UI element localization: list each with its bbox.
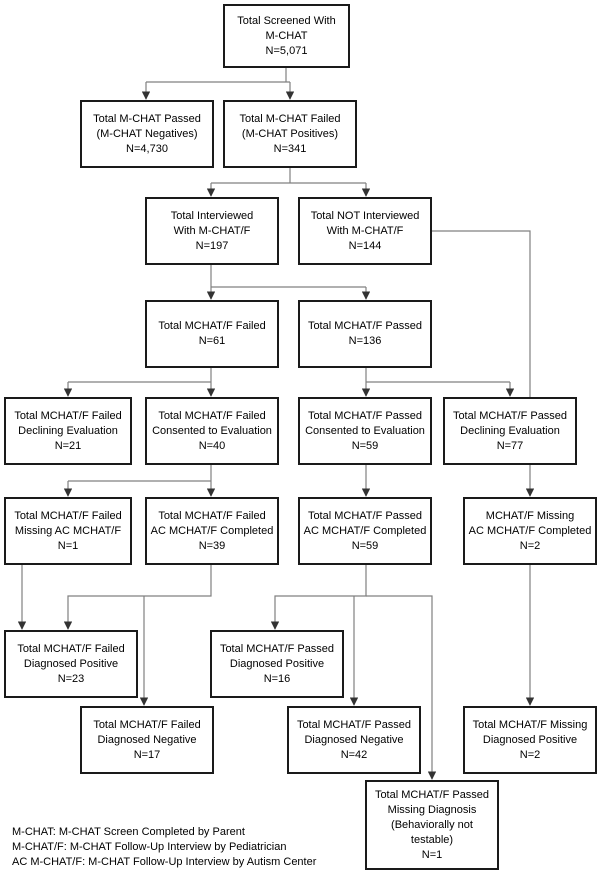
box-line: Total MCHAT/F Failed [14, 409, 122, 422]
box-line: N=59 [351, 439, 379, 452]
box-line: Consented to Evaluation [305, 424, 425, 437]
connector-line [270, 565, 367, 630]
box-line: N=1 [57, 539, 79, 552]
box-line: Total Interviewed [170, 209, 254, 222]
box-line: With M-CHAT/F [326, 224, 404, 237]
box-mchat-failed: Total M-CHAT Failed (M-CHAT Positives) N=3… [223, 100, 357, 168]
box-line: Total MCHAT/F Failed [17, 642, 125, 655]
box-line: Total MCHAT/F Passed [219, 642, 335, 655]
box-line: Total M-CHAT Passed [93, 112, 201, 125]
box-line: Total MCHAT/F Failed [158, 320, 266, 332]
box-line: Diagnosed Positive [23, 657, 119, 670]
box-line: Total NOT Interviewed [310, 209, 420, 222]
box-passed-ac-completed: Total MCHAT/F Passed AC MCHAT/F Completed… [298, 497, 432, 565]
box-line: Total MCHAT/F Passed [374, 788, 490, 801]
box-line: AC MCHAT/F Completed [150, 524, 274, 537]
box-line: With M-CHAT/F [173, 224, 251, 237]
box-line: (M-CHAT Positives) [241, 127, 339, 140]
box-line: MCHAT/F Missing [485, 509, 575, 522]
box-line: Total MCHAT/F Passed [307, 409, 423, 422]
box-line: Declining Evaluation [460, 424, 560, 437]
box-line: Total MCHAT/F Passed [307, 320, 423, 332]
box-line: AC MCHAT/F Completed [303, 524, 427, 537]
box-line: Total MCHAT/F Failed [158, 509, 266, 522]
box-line: N=16 [263, 672, 291, 685]
box-line: N=144 [348, 239, 382, 252]
box-line: N=1 [421, 848, 443, 861]
box-line: N=17 [133, 748, 161, 761]
box-line: Diagnosed Negative [304, 733, 404, 746]
box-line: Missing AC MCHAT/F [14, 524, 122, 537]
box-line: (Behaviorally not [391, 818, 473, 831]
box-line: Diagnosed Positive [229, 657, 325, 670]
legend-mchat: M-CHAT: M-CHAT Screen Completed by Paren… [12, 826, 245, 838]
box-line: N=341 [273, 142, 307, 155]
box-line: N=136 [348, 335, 382, 347]
box-line: Total MCHAT/F Missing [472, 718, 588, 731]
legend: M-CHAT: M-CHAT Screen Completed by Paren… [12, 825, 316, 870]
box-line: Missing Diagnosis [387, 803, 477, 816]
box-line: Total MCHAT/F Passed [452, 409, 568, 422]
connector-line [366, 595, 437, 780]
box-line: N=61 [198, 335, 226, 347]
box-failed-ac-completed: Total MCHAT/F Failed AC MCHAT/F Completed… [145, 497, 279, 565]
box-line: Consented to Evaluation [152, 424, 272, 437]
box-line: Total Screened With [237, 14, 336, 27]
connector-line [63, 565, 212, 630]
box-line: Total MCHAT/F Failed [93, 718, 201, 731]
box-line: testable) [410, 833, 454, 846]
box-line: Diagnosed Positive [482, 733, 578, 746]
box-line: N=5,071 [265, 44, 308, 57]
box-line: N=21 [54, 439, 82, 452]
box-line: N=42 [340, 748, 368, 761]
box-line: N=2 [519, 748, 541, 761]
box-line: N=40 [198, 439, 226, 452]
box-line: N=4,730 [126, 142, 168, 155]
box-line: Total MCHAT/F Failed [14, 509, 122, 522]
box-line: N=2 [519, 539, 541, 552]
box-line: Diagnosed Negative [97, 733, 197, 746]
legend-ac-mchat-f: AC M-CHAT/F: M-CHAT Follow-Up Interview … [12, 856, 317, 868]
box-line: N=39 [198, 539, 226, 552]
box-line: N=77 [496, 439, 524, 452]
box-line: N=197 [195, 239, 229, 252]
box-line: Total MCHAT/F Passed [307, 509, 423, 522]
box-line: Total MCHAT/F Passed [296, 718, 412, 731]
box-line: Total MCHAT/F Failed [158, 409, 266, 422]
legend-mchat-f: M-CHAT/F: M-CHAT Follow-Up Interview by … [12, 841, 287, 853]
box-line: N=23 [57, 672, 85, 685]
box-mchat-passed: Total M-CHAT Passed (M-CHAT Negatives) N=4… [80, 100, 214, 168]
box-line: Total M-CHAT Failed [239, 112, 341, 125]
box-line: Declining Evaluation [18, 424, 118, 437]
box-line: AC MCHAT/F Completed [468, 524, 592, 537]
box-line: (M-CHAT Negatives) [96, 127, 198, 140]
box-line: M-CHAT [265, 29, 308, 42]
box-line: N=59 [351, 539, 379, 552]
